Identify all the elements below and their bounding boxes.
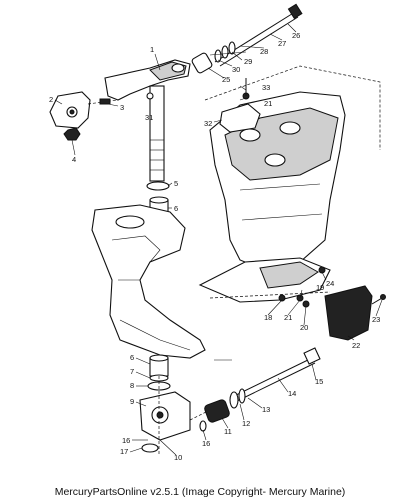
callout-28: 28 bbox=[260, 47, 268, 56]
callout-6-upper: 6 bbox=[174, 204, 178, 213]
lower-bushing-stack bbox=[139, 354, 207, 456]
callout-27: 27 bbox=[278, 39, 286, 48]
callout-8: 8 bbox=[130, 381, 134, 390]
callout-24: 24 bbox=[326, 279, 334, 288]
callout-18: 18 bbox=[264, 313, 272, 322]
callout-33: 33 bbox=[262, 83, 270, 92]
swivel-bracket bbox=[91, 204, 206, 359]
callout-26: 26 bbox=[292, 31, 300, 40]
callout-5: 5 bbox=[174, 179, 178, 188]
lower-shaft-assembly bbox=[189, 347, 321, 423]
copyright-caption: MercuryPartsOnline v2.5.1 (Image Copyrig… bbox=[54, 486, 346, 498]
callout-30: 30 bbox=[232, 65, 240, 74]
mount-bracket bbox=[49, 91, 119, 141]
callout-22: 22 bbox=[352, 341, 360, 350]
callout-17: 17 bbox=[120, 447, 128, 456]
callout-9: 9 bbox=[130, 397, 134, 406]
callout-1: 1 bbox=[150, 45, 154, 54]
callout-21-upper: 21 bbox=[264, 99, 272, 108]
lower-housing bbox=[198, 257, 386, 341]
callout-10: 10 bbox=[174, 453, 182, 462]
callout-16-left: 16 bbox=[122, 436, 130, 445]
swivel-shaft bbox=[146, 85, 170, 221]
callout-13: 13 bbox=[262, 405, 270, 414]
callout-14: 14 bbox=[288, 389, 296, 398]
steering-arm bbox=[104, 59, 191, 101]
leader-lines bbox=[54, 23, 383, 456]
callout-21-lower: 21 bbox=[284, 313, 292, 322]
callout-29: 29 bbox=[244, 57, 252, 66]
callout-23: 23 bbox=[372, 315, 380, 324]
callout-20: 20 bbox=[300, 323, 308, 332]
callout-2: 2 bbox=[49, 95, 53, 104]
callout-25: 25 bbox=[222, 75, 230, 84]
callout-32: 32 bbox=[204, 119, 212, 128]
callout-19: 19 bbox=[316, 283, 324, 292]
callout-4: 4 bbox=[72, 155, 76, 164]
callout-6-lower: 6 bbox=[130, 353, 134, 362]
callout-15: 15 bbox=[315, 377, 323, 386]
upper-shaft-assembly bbox=[191, 3, 303, 74]
callout-7: 7 bbox=[130, 367, 134, 376]
callout-labels: 1 2 3 4 5 6 6 7 8 9 10 11 12 13 14 15 16… bbox=[49, 31, 380, 462]
callout-3: 3 bbox=[120, 103, 124, 112]
callout-11: 11 bbox=[224, 427, 232, 436]
callout-16-right: 16 bbox=[202, 439, 210, 448]
callout-31: 31 bbox=[145, 113, 153, 122]
callout-12: 12 bbox=[242, 419, 250, 428]
mid-section-housing bbox=[204, 65, 381, 269]
